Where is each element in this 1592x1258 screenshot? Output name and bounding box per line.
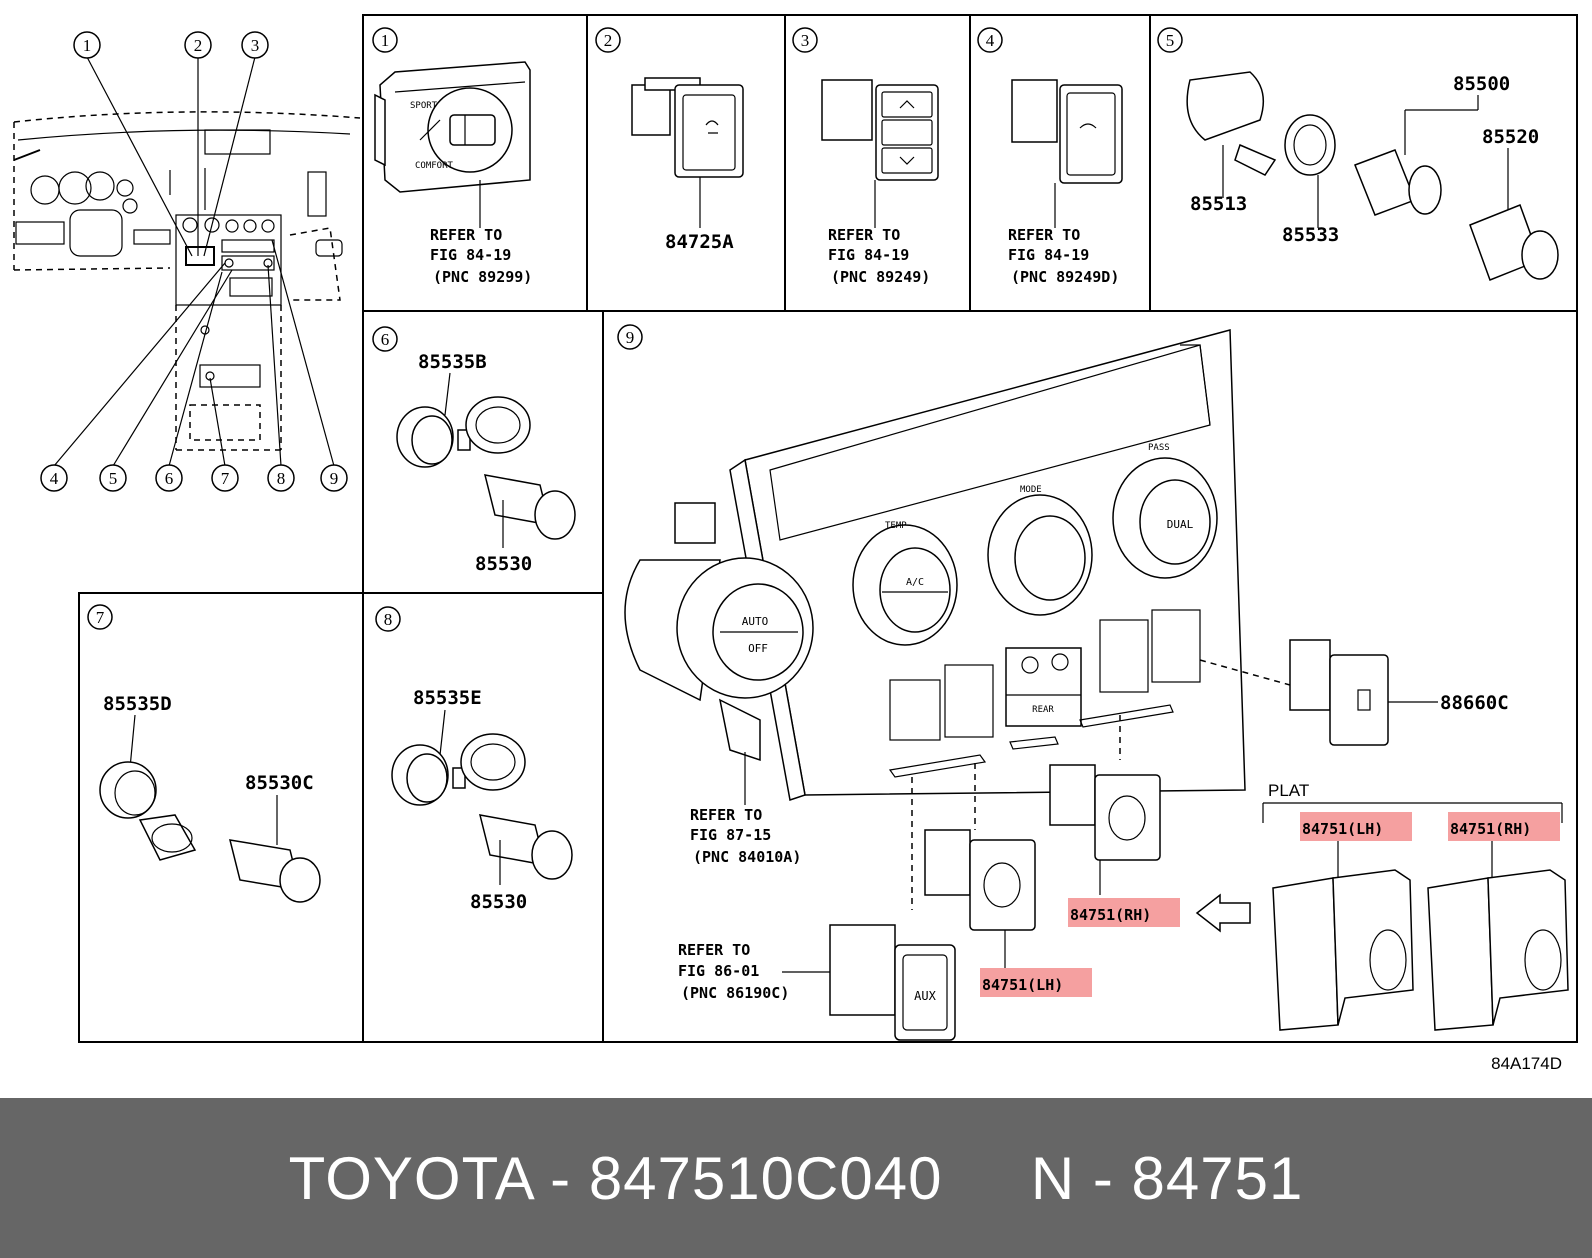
dial-sport-text: SPORT (410, 101, 438, 111)
highlight-84751-lh (980, 968, 1092, 997)
panel3-ref-line1: REFER TO (828, 226, 900, 244)
callout-5: 5 (109, 469, 118, 488)
panel8-socket-parts: 85535E 85530 (391, 687, 573, 913)
panel3-ref-line2: FIG 84-19 (828, 246, 909, 264)
dashboard-overview (13, 111, 361, 451)
panel9-climate-control: AUTO OFF A/C TEMP MODE DUAL PASS REAR (624, 329, 1569, 1041)
panel-callout-8: 8 (384, 610, 393, 629)
callout-1: 1 (83, 36, 92, 55)
knob-ac-text: A/C (906, 577, 924, 588)
panel5-lighter-parts: 85500 85520 85513 85533 (1186, 71, 1559, 281)
part-85530-p8: 85530 (470, 891, 527, 913)
panel9-ref2-line2: FIG 86-01 (678, 962, 759, 980)
part-85535e: 85535E (413, 687, 482, 709)
plat-84751-rh: 84751(RH) (1450, 820, 1531, 838)
panel-callout-3: 3 (801, 31, 810, 50)
panel-callout-4: 4 (986, 31, 995, 50)
footer-pnc: 84751 (1131, 1144, 1304, 1212)
panel-callouts: 1 2 3 4 5 6 9 7 8 (87, 27, 1183, 632)
label-pass: PASS (1148, 443, 1170, 453)
panel-callout-9: 9 (626, 328, 635, 347)
panel2-part-number: 84725A (665, 231, 734, 253)
panel6-socket-parts: 85535B 85530 (396, 351, 576, 575)
part-85513: 85513 (1190, 193, 1247, 215)
panel-callout-7: 7 (96, 608, 105, 627)
diagram-code: 84A174D (1491, 1054, 1562, 1073)
part-85520: 85520 (1482, 126, 1539, 148)
part-85530-p6: 85530 (475, 553, 532, 575)
callout-3: 3 (251, 36, 260, 55)
part-85535b: 85535B (418, 351, 487, 373)
panel9-ref1-line2: FIG 87-15 (690, 826, 771, 844)
part-85500: 85500 (1453, 73, 1510, 95)
footer-text: TOYOTA - 847510C040 N - 84751 (288, 1144, 1304, 1212)
panel-callout-1: 1 (381, 31, 390, 50)
knob-dual-text: DUAL (1167, 518, 1194, 531)
label-aux: AUX (914, 989, 936, 1003)
callout-6: 6 (165, 469, 174, 488)
callout-9: 9 (330, 469, 339, 488)
panel9-ref1-line1: REFER TO (690, 806, 762, 824)
panel4-switch: REFER TO FIG 84-19 (PNC 89249D) (1008, 79, 1123, 286)
footer-pnc-prefix: N (1030, 1144, 1076, 1212)
panel3-switch: REFER TO FIG 84-19 (PNC 89249) (821, 79, 939, 286)
part-85530c: 85530C (245, 772, 314, 794)
panel2-switch: 84725A (631, 77, 744, 253)
panel7-socket-parts: 85535D 85530C (99, 693, 321, 903)
plat-84751-lh: 84751(LH) (1302, 820, 1383, 838)
footer-brand: TOYOTA (288, 1144, 533, 1212)
highlight-84751-rh (1068, 898, 1180, 927)
part-85535d: 85535D (103, 693, 172, 715)
panel1-ref-line3: (PNC 89299) (433, 268, 532, 286)
footer-part-number: 847510C040 (588, 1144, 943, 1212)
panel9-ref1-line3: (PNC 84010A) (693, 848, 801, 866)
part-88660c: 88660C (1440, 692, 1509, 714)
panel1-ref-line1: REFER TO (430, 226, 502, 244)
parts-diagram: 1 2 3 4 5 6 7 8 9 1 2 3 4 5 6 9 7 8 SPOR… (13, 14, 1578, 1043)
panel-callout-2: 2 (604, 31, 613, 50)
panel-callout-5: 5 (1166, 31, 1175, 50)
callout-7: 7 (221, 469, 230, 488)
panel-frames (78, 14, 1578, 1043)
panel1-dial-switch: SPORT COMFORT REFER TO FIG 84-19 (PNC 89… (374, 61, 532, 286)
panel9-ref2-line3: (PNC 86190C) (681, 984, 789, 1002)
panel4-ref-line2: FIG 84-19 (1008, 246, 1089, 264)
dial-comfort-text: COMFORT (415, 161, 454, 171)
knob-off-text: OFF (748, 642, 768, 655)
overview-leaders (53, 56, 335, 467)
panel3-ref-line3: (PNC 89249) (831, 268, 930, 286)
panel4-ref-line3: (PNC 89249D) (1011, 268, 1119, 286)
label-mode: MODE (1020, 485, 1042, 495)
label-rear: REAR (1032, 705, 1054, 715)
callout-8: 8 (277, 469, 286, 488)
highlight-plat-84751-lh (1300, 812, 1412, 841)
panel4-ref-line1: REFER TO (1008, 226, 1080, 244)
plat-label: PLAT (1268, 781, 1309, 800)
callout-4: 4 (50, 469, 59, 488)
highlight-plat-84751-rh (1448, 812, 1560, 841)
panel-callout-6: 6 (381, 330, 390, 349)
panel9-ref2-line1: REFER TO (678, 941, 750, 959)
label-temp: TEMP (885, 521, 907, 531)
knob-auto-text: AUTO (742, 615, 769, 628)
footer-bar: TOYOTA - 847510C040 N - 84751 (0, 1098, 1592, 1258)
panel1-ref-line2: FIG 84-19 (430, 246, 511, 264)
part-84751-rh: 84751(RH) (1070, 906, 1151, 924)
part-85533: 85533 (1282, 224, 1339, 246)
part-84751-lh: 84751(LH) (982, 976, 1063, 994)
callout-2: 2 (194, 36, 203, 55)
overview-callouts: 1 2 3 4 5 6 7 8 9 (40, 31, 348, 492)
